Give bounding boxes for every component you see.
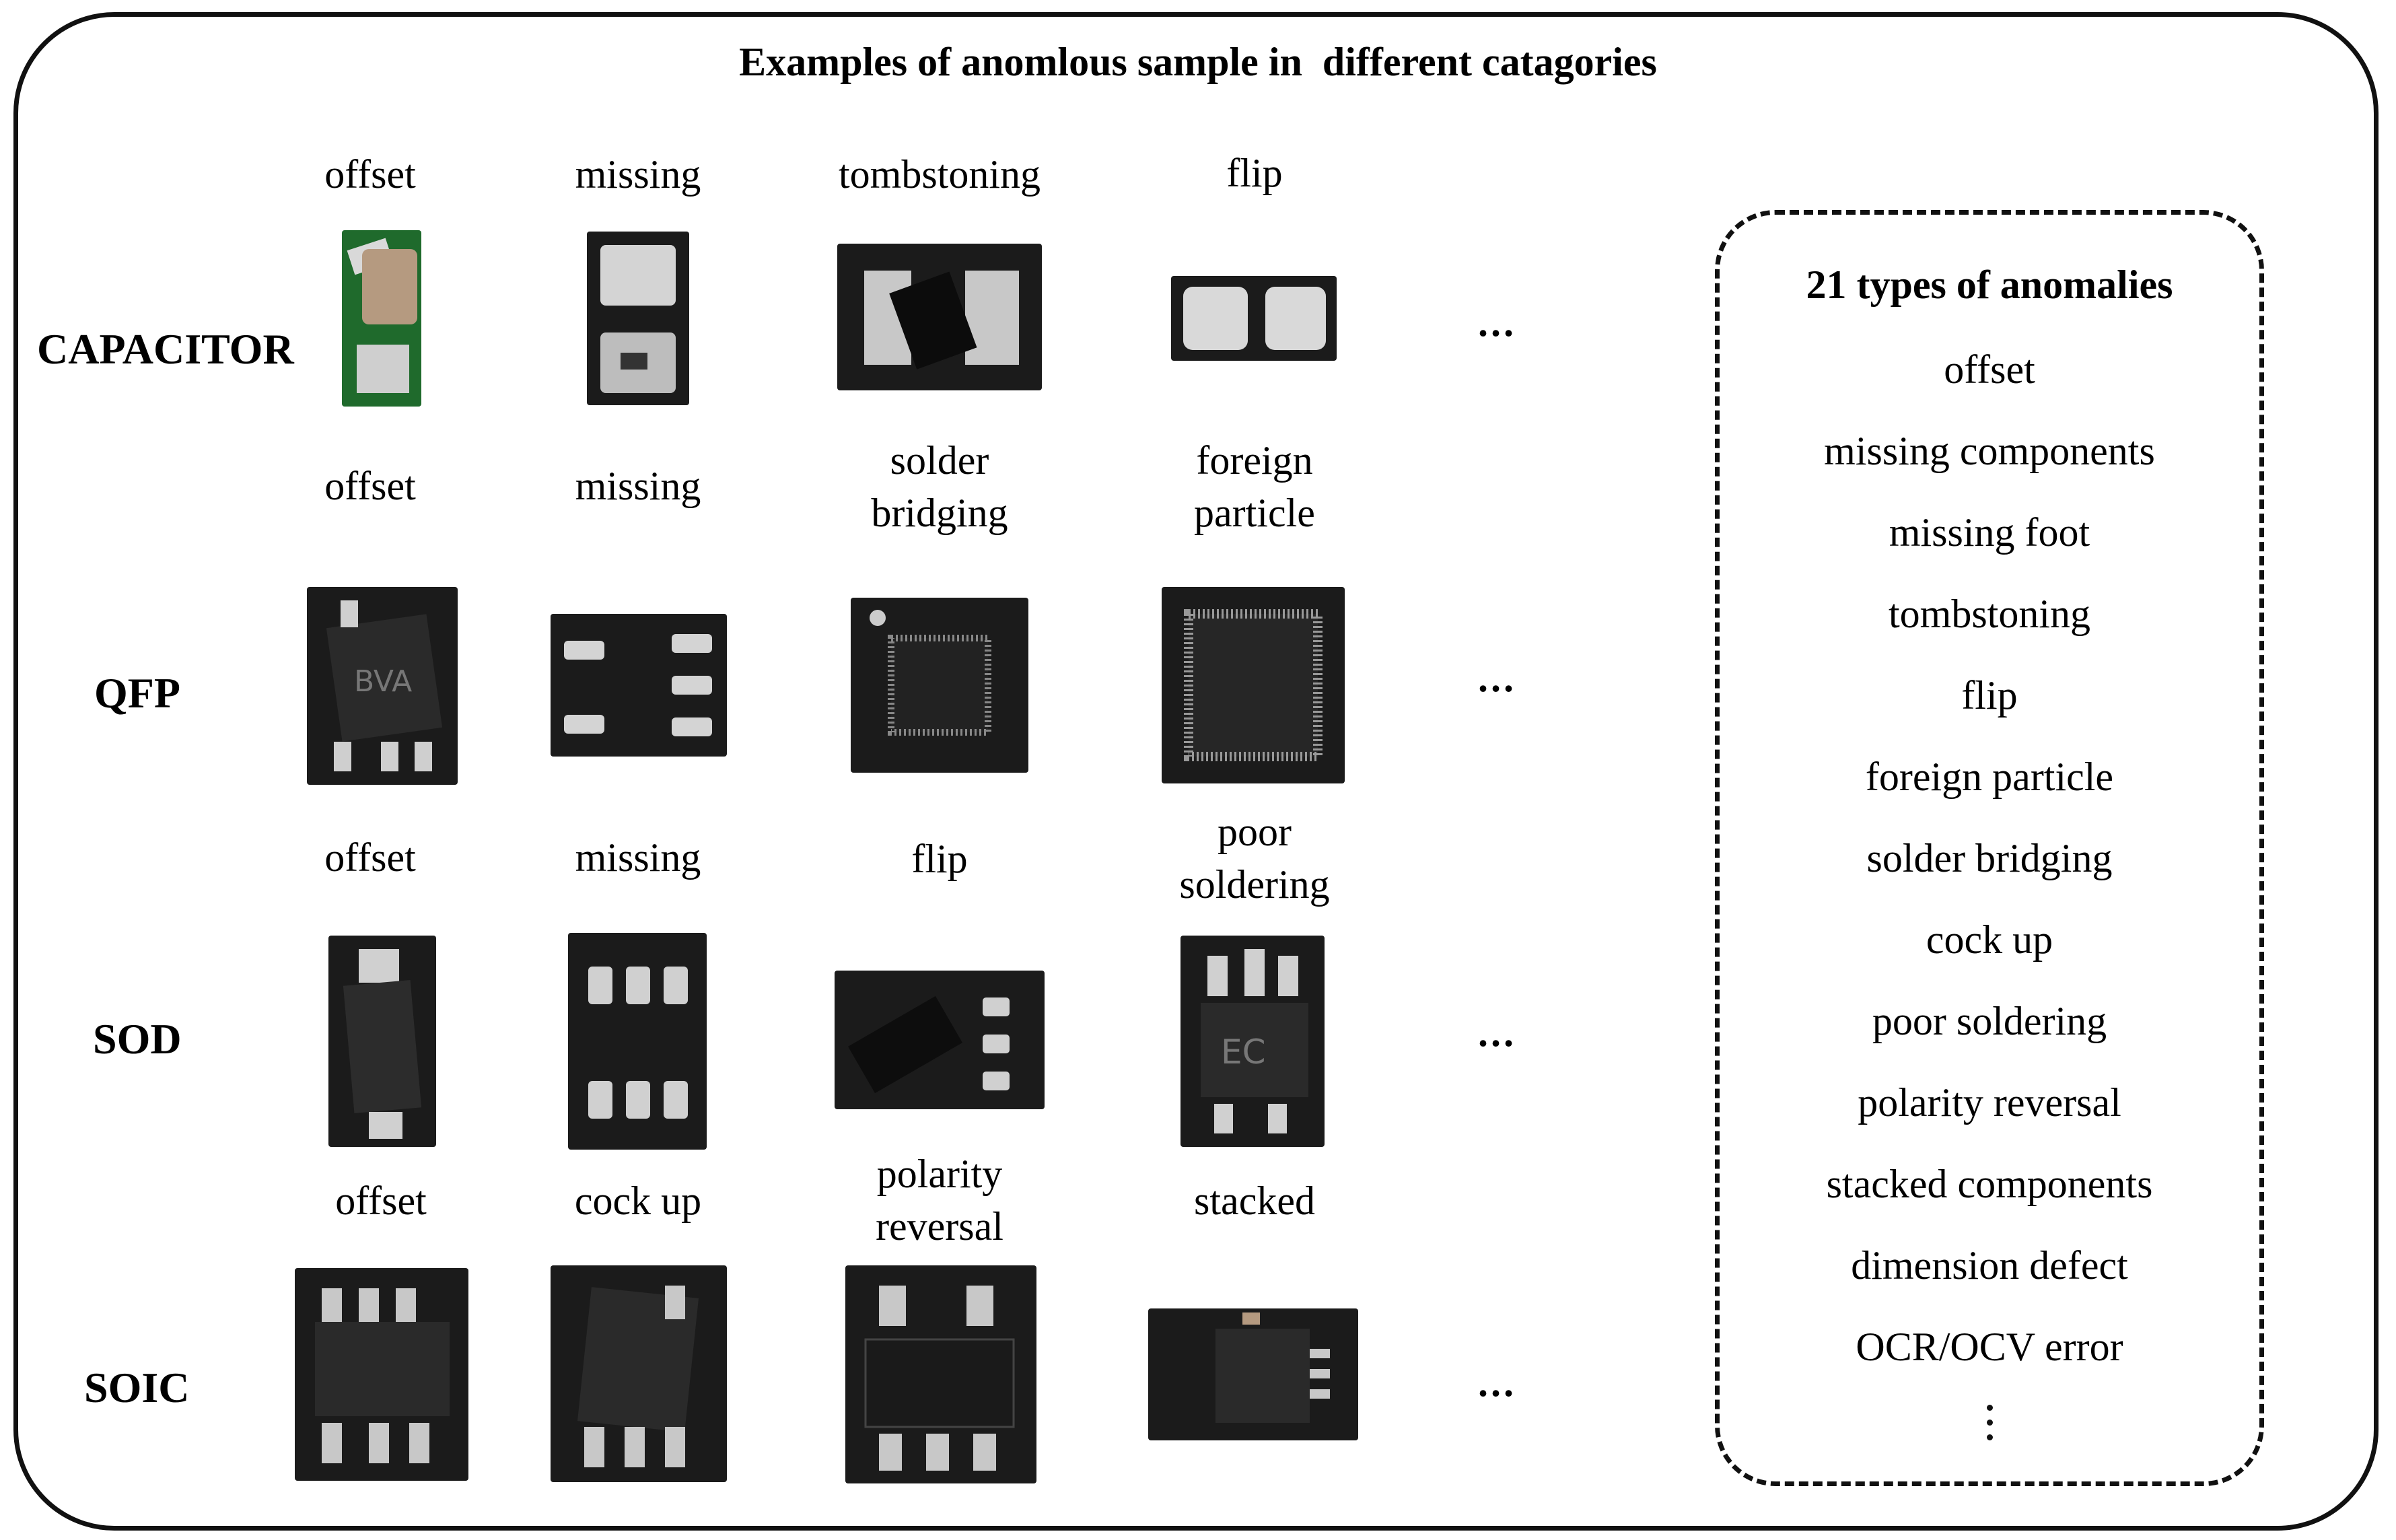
legend-item: foreign particle: [1865, 755, 2114, 799]
svg-text:EC: EC: [1221, 1032, 1266, 1072]
sample-image-soic-stacked: [1148, 1308, 1358, 1440]
label-sod-flip: flip: [911, 837, 968, 881]
sample-image-qfp-missing: [551, 614, 727, 757]
sample-image-capacitor-flip: [1171, 276, 1337, 361]
legend-item: dimension defect: [1851, 1243, 2128, 1288]
sample-image-capacitor-offset: [342, 230, 421, 407]
label-capacitor-missing: missing: [575, 152, 701, 197]
sample-image-sod-missing: [568, 933, 707, 1150]
vertical-ellipsis-icon: [1985, 1405, 1994, 1449]
label-qfp-solder-bridging: solder bridging: [871, 438, 1008, 535]
label-soic-polarity-reversal: polarity reversal: [876, 1152, 1003, 1249]
sample-image-soic-offset: [295, 1268, 468, 1481]
sample-image-capacitor-missing: [587, 232, 689, 405]
figure-frame: [13, 12, 2379, 1531]
label-qfp-missing: missing: [575, 464, 701, 508]
label-capacitor-tombstoning: tombstoning: [838, 152, 1041, 197]
ellipsis-sod: ...: [1478, 1010, 1516, 1055]
ellipsis-qfp: ...: [1478, 656, 1516, 700]
label-soic-stacked: stacked: [1194, 1179, 1315, 1223]
legend-list: offset missing components missing foot t…: [1720, 348, 2259, 1407]
legend-item: tombstoning: [1888, 592, 2091, 636]
label-capacitor-offset: offset: [324, 152, 416, 197]
legend-item: missing foot: [1889, 510, 2090, 555]
row-label-capacitor: CAPACITOR: [37, 325, 294, 373]
legend-item: offset: [1944, 347, 2035, 392]
sample-image-capacitor-tombstoning: [837, 244, 1042, 390]
ellipsis-capacitor: ...: [1478, 300, 1516, 345]
sample-image-sod-offset: [328, 936, 436, 1147]
label-sod-poor-soldering: poor soldering: [1179, 810, 1330, 907]
legend-item: poor soldering: [1872, 999, 2107, 1043]
label-sod-missing: missing: [575, 835, 701, 880]
label-qfp-foreign-particle: foreign particle: [1194, 438, 1315, 535]
svg-text:BVA: BVA: [354, 664, 412, 699]
label-soic-cock-up: cock up: [574, 1179, 702, 1223]
legend-item: flip: [1961, 673, 2018, 718]
legend-item: cock up: [1926, 917, 2053, 962]
sample-image-qfp-foreign-particle: [1162, 587, 1345, 783]
sample-image-soic-cock-up: [551, 1265, 727, 1482]
label-sod-offset: offset: [324, 835, 416, 880]
legend-item: missing components: [1824, 429, 2155, 473]
figure-title: Examples of anomlous sample in different…: [739, 40, 1657, 84]
ellipsis-soic: ...: [1478, 1360, 1516, 1405]
legend-title: 21 types of anomalies: [1806, 262, 2173, 307]
row-label-qfp: QFP: [94, 669, 180, 717]
sample-image-qfp-offset: BVA: [307, 587, 458, 785]
sample-image-soic-polarity-reversal: [845, 1265, 1036, 1483]
sample-image-qfp-solder-bridging: [851, 598, 1028, 773]
label-qfp-offset: offset: [324, 464, 416, 508]
sample-image-sod-flip: [835, 971, 1045, 1109]
row-label-soic: SOIC: [84, 1364, 190, 1411]
legend-item: solder bridging: [1866, 836, 2113, 880]
row-label-sod: SOD: [93, 1015, 182, 1063]
anomaly-types-legend: 21 types of anomalies offset missing com…: [1715, 210, 2264, 1486]
legend-item: stacked components: [1826, 1162, 2153, 1206]
legend-item: polarity reversal: [1858, 1080, 2121, 1125]
label-capacitor-flip: flip: [1226, 151, 1283, 195]
label-soic-offset: offset: [335, 1179, 427, 1223]
legend-item: OCR/OCV error: [1856, 1325, 2123, 1369]
sample-image-sod-poor-soldering: EC: [1181, 936, 1325, 1147]
